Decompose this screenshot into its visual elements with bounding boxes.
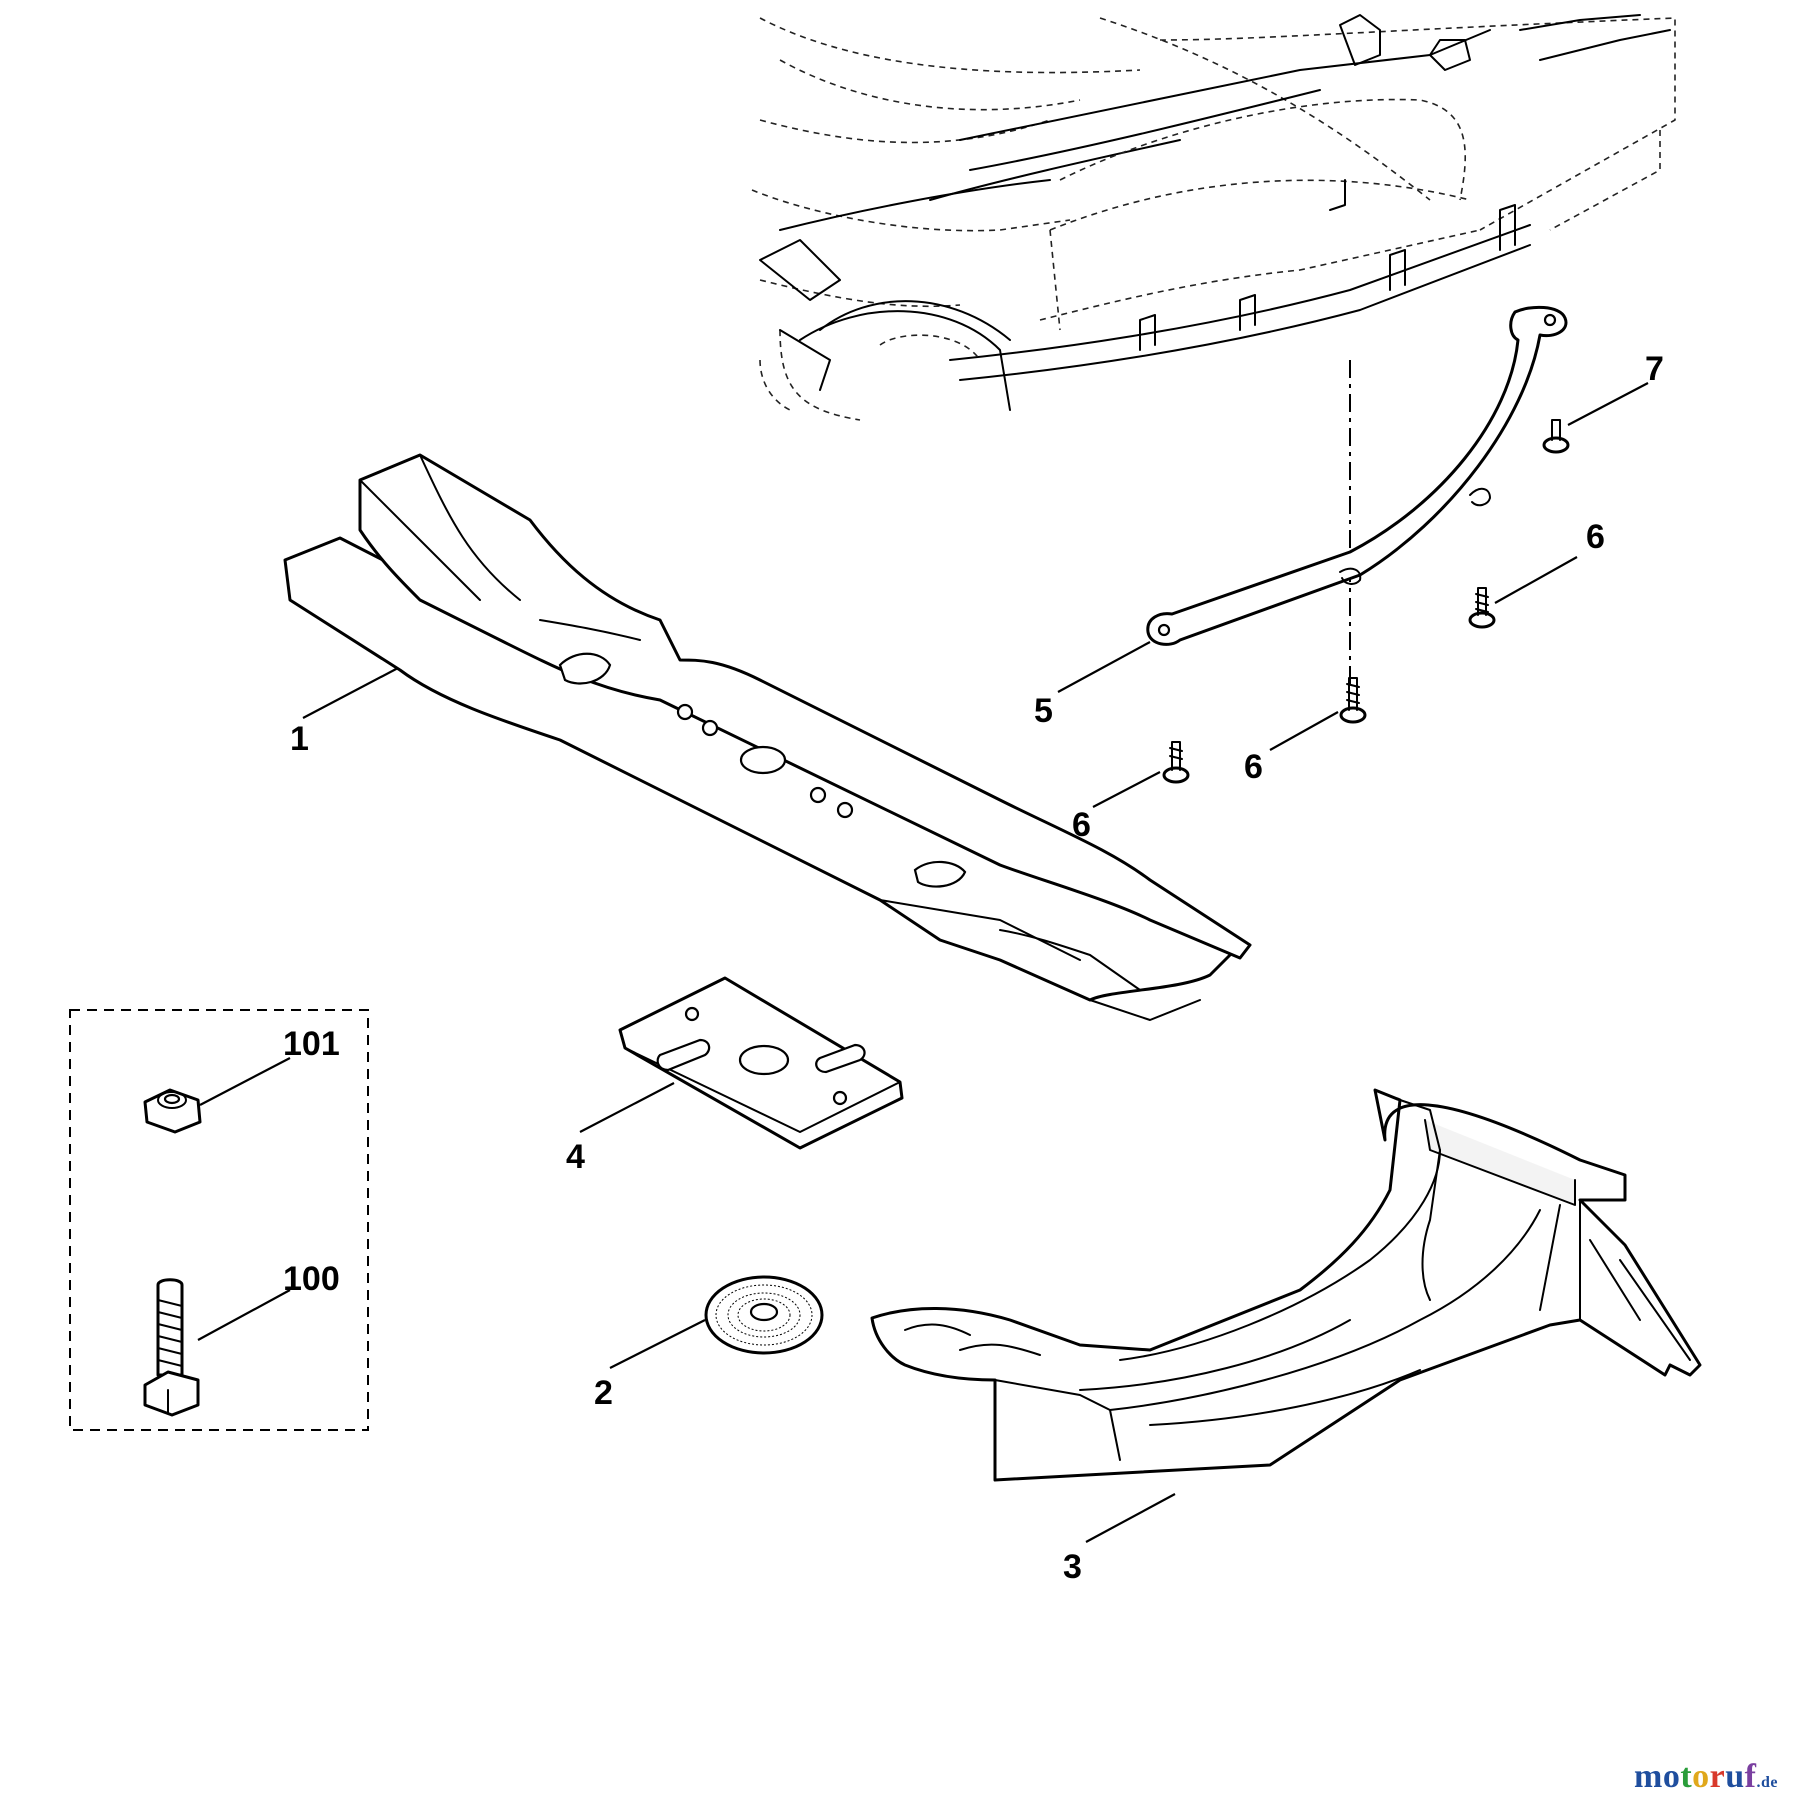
leader-7 xyxy=(1567,382,1649,426)
part-2-washer xyxy=(704,1275,824,1355)
callout-6b: 6 xyxy=(1244,748,1263,786)
mower-deck-ghost xyxy=(751,14,1676,421)
callout-6a: 6 xyxy=(1586,518,1605,556)
callout-3: 3 xyxy=(1063,1548,1082,1586)
part-1-blade xyxy=(283,453,1252,1021)
callout-100: 100 xyxy=(283,1260,340,1298)
watermark-letter: m xyxy=(1634,1758,1663,1795)
part-100-bolt xyxy=(143,1278,200,1417)
callout-5: 5 xyxy=(1034,692,1053,730)
part-4-plate xyxy=(618,976,904,1150)
part-7-screw xyxy=(1542,419,1570,454)
watermark-letter: t xyxy=(1680,1758,1693,1795)
callout-101: 101 xyxy=(283,1025,340,1063)
watermark-brand: motoruf xyxy=(1634,1758,1757,1795)
watermark-logo: motoruf.de xyxy=(1634,1758,1778,1796)
leader-100 xyxy=(197,1289,291,1341)
part-6-screw-b xyxy=(1339,677,1367,724)
callout-4: 4 xyxy=(566,1138,585,1176)
hardware-kit-box xyxy=(69,1009,369,1431)
watermark-letter: o xyxy=(1692,1758,1710,1795)
watermark-letter: u xyxy=(1725,1758,1745,1795)
callout-1: 1 xyxy=(290,720,309,758)
callout-6c: 6 xyxy=(1072,806,1091,844)
leader-1 xyxy=(302,667,399,719)
leader-6b xyxy=(1269,711,1339,751)
callout-2: 2 xyxy=(594,1374,613,1412)
leader-lines xyxy=(197,382,1649,1543)
leader-101 xyxy=(199,1057,291,1106)
leader-6a xyxy=(1494,556,1578,604)
callout-7: 7 xyxy=(1645,350,1664,388)
watermark-letter: f xyxy=(1744,1758,1757,1795)
leader-2 xyxy=(609,1319,706,1369)
leader-6c xyxy=(1092,771,1161,808)
part-6-screw-a xyxy=(1468,587,1496,629)
leader-4 xyxy=(579,1082,675,1133)
watermark-letter: o xyxy=(1662,1758,1681,1795)
watermark-tld: .de xyxy=(1756,1774,1778,1791)
leader-5 xyxy=(1057,641,1151,693)
part-5-curved-strip xyxy=(1146,305,1568,646)
part-101-nut xyxy=(143,1088,202,1134)
part-3-mulching-insert xyxy=(870,1088,1702,1482)
leader-3 xyxy=(1085,1493,1176,1543)
callouts: 1 2 3 4 5 6 6 6 7 100 101 xyxy=(283,350,1664,1586)
watermark-letter: r xyxy=(1709,1758,1726,1795)
part-6-screw-c xyxy=(1162,741,1190,784)
